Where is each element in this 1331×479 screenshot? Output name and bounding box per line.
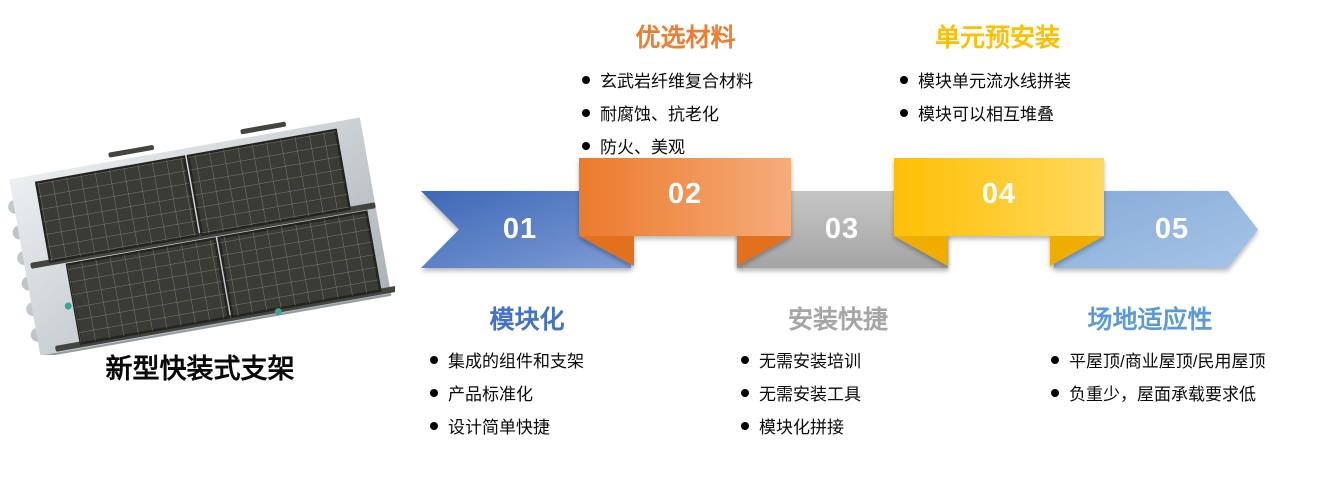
solar-panels: [34, 128, 382, 345]
banner-02-fold-left: [579, 236, 634, 266]
bullet-dot: [430, 388, 438, 397]
bullet-text: 模块化拼接: [759, 418, 844, 437]
bullet-dot: [430, 421, 438, 430]
step-04-text-section: 单元预安装 模块单元流水线拼装 模块可以相互堆叠: [875, 23, 1120, 135]
step-04-number: 04: [982, 178, 1016, 210]
banner-03-shape: [737, 191, 948, 268]
bullet-dot: [900, 108, 908, 117]
list-item: 无需安装培训: [741, 349, 953, 371]
bullet-text: 集成的组件和支架: [448, 352, 584, 371]
bullet-text: 无需安装工具: [759, 385, 861, 404]
banner-05-shape: [1054, 191, 1258, 268]
bullet-text: 平屋顶/商业屋顶/民用屋顶: [1069, 352, 1266, 371]
bullet-dot: [1051, 388, 1059, 397]
list-item: 模块单元流水线拼装: [900, 69, 1120, 91]
roof-edge: [40, 293, 392, 355]
list-item: 设计简单快捷: [430, 415, 641, 437]
bullet-dot: [900, 75, 908, 84]
list-item: 玄武岩纤维复合材料: [582, 69, 813, 91]
bullet-text: 模块可以相互堆叠: [918, 105, 1054, 124]
list-item: 集成的组件和支架: [430, 349, 641, 371]
step-05-title: 场地适应性: [1087, 306, 1213, 334]
step-03-number: 03: [825, 213, 859, 245]
bullet-dot: [741, 421, 749, 430]
product-caption: 新型快装式支架: [105, 354, 295, 384]
bullet-dot: [741, 355, 749, 364]
step-03-text-section: 安装快捷 无需安装培训 无需安装工具 模块化拼接: [723, 305, 953, 448]
bullet-text: 无需安装培训: [759, 352, 861, 371]
bullet-dot: [582, 75, 590, 84]
bullet-text: 负重少，屋面承载要求低: [1069, 385, 1256, 404]
banner-04-fold-left: [894, 236, 948, 266]
step-01-title: 模块化: [489, 306, 565, 334]
banner-04-shape: [894, 158, 1104, 266]
bullet-dot: [1051, 355, 1059, 364]
step-02-text-section: 优选材料 玄武岩纤维复合材料 耐腐蚀、抗老化 防火、美观: [558, 23, 813, 168]
bullet-text: 防火、美观: [600, 138, 685, 157]
step-02-title: 优选材料: [635, 24, 736, 52]
clamp-dot: [274, 308, 282, 316]
list-item: 产品标准化: [430, 382, 641, 404]
step-01-text-section: 模块化 集成的组件和支架 产品标准化 设计简单快捷: [413, 305, 641, 448]
bullet-dot: [430, 355, 438, 364]
step-02-number: 02: [668, 178, 702, 210]
list-item: 耐腐蚀、抗老化: [582, 102, 813, 124]
banner-02-shape: [579, 158, 791, 266]
bullet-text: 产品标准化: [448, 385, 533, 404]
step-03-title: 安装快捷: [787, 306, 888, 334]
product-photo: [8, 117, 395, 355]
clamp-dot: [64, 302, 72, 310]
list-item: 负重少，屋面承载要求低: [1051, 382, 1276, 404]
bullet-text: 设计简单快捷: [448, 418, 550, 437]
banner-04-fold-right: [1050, 236, 1104, 266]
list-item: 平屋顶/商业屋顶/民用屋顶: [1051, 349, 1276, 371]
list-item: 模块化拼接: [741, 415, 953, 437]
step-01-number: 01: [503, 213, 537, 245]
step-05-number: 05: [1155, 213, 1189, 245]
bullet-dot: [582, 108, 590, 117]
bullet-dot: [741, 388, 749, 397]
bullet-dot: [582, 141, 590, 150]
step-05-text-section: 场地适应性 平屋顶/商业屋顶/民用屋顶 负重少，屋面承载要求低: [1024, 305, 1276, 415]
bullet-text: 耐腐蚀、抗老化: [600, 105, 719, 124]
list-item: 防火、美观: [582, 135, 813, 157]
list-item: 模块可以相互堆叠: [900, 102, 1120, 124]
banner-02-fold-right: [737, 236, 791, 266]
bullet-text: 玄武岩纤维复合材料: [600, 72, 753, 91]
list-item: 无需安装工具: [741, 382, 953, 404]
bullet-text: 模块单元流水线拼装: [918, 72, 1071, 91]
step-04-title: 单元预安装: [934, 24, 1060, 52]
banner-01-shape: [421, 191, 631, 268]
